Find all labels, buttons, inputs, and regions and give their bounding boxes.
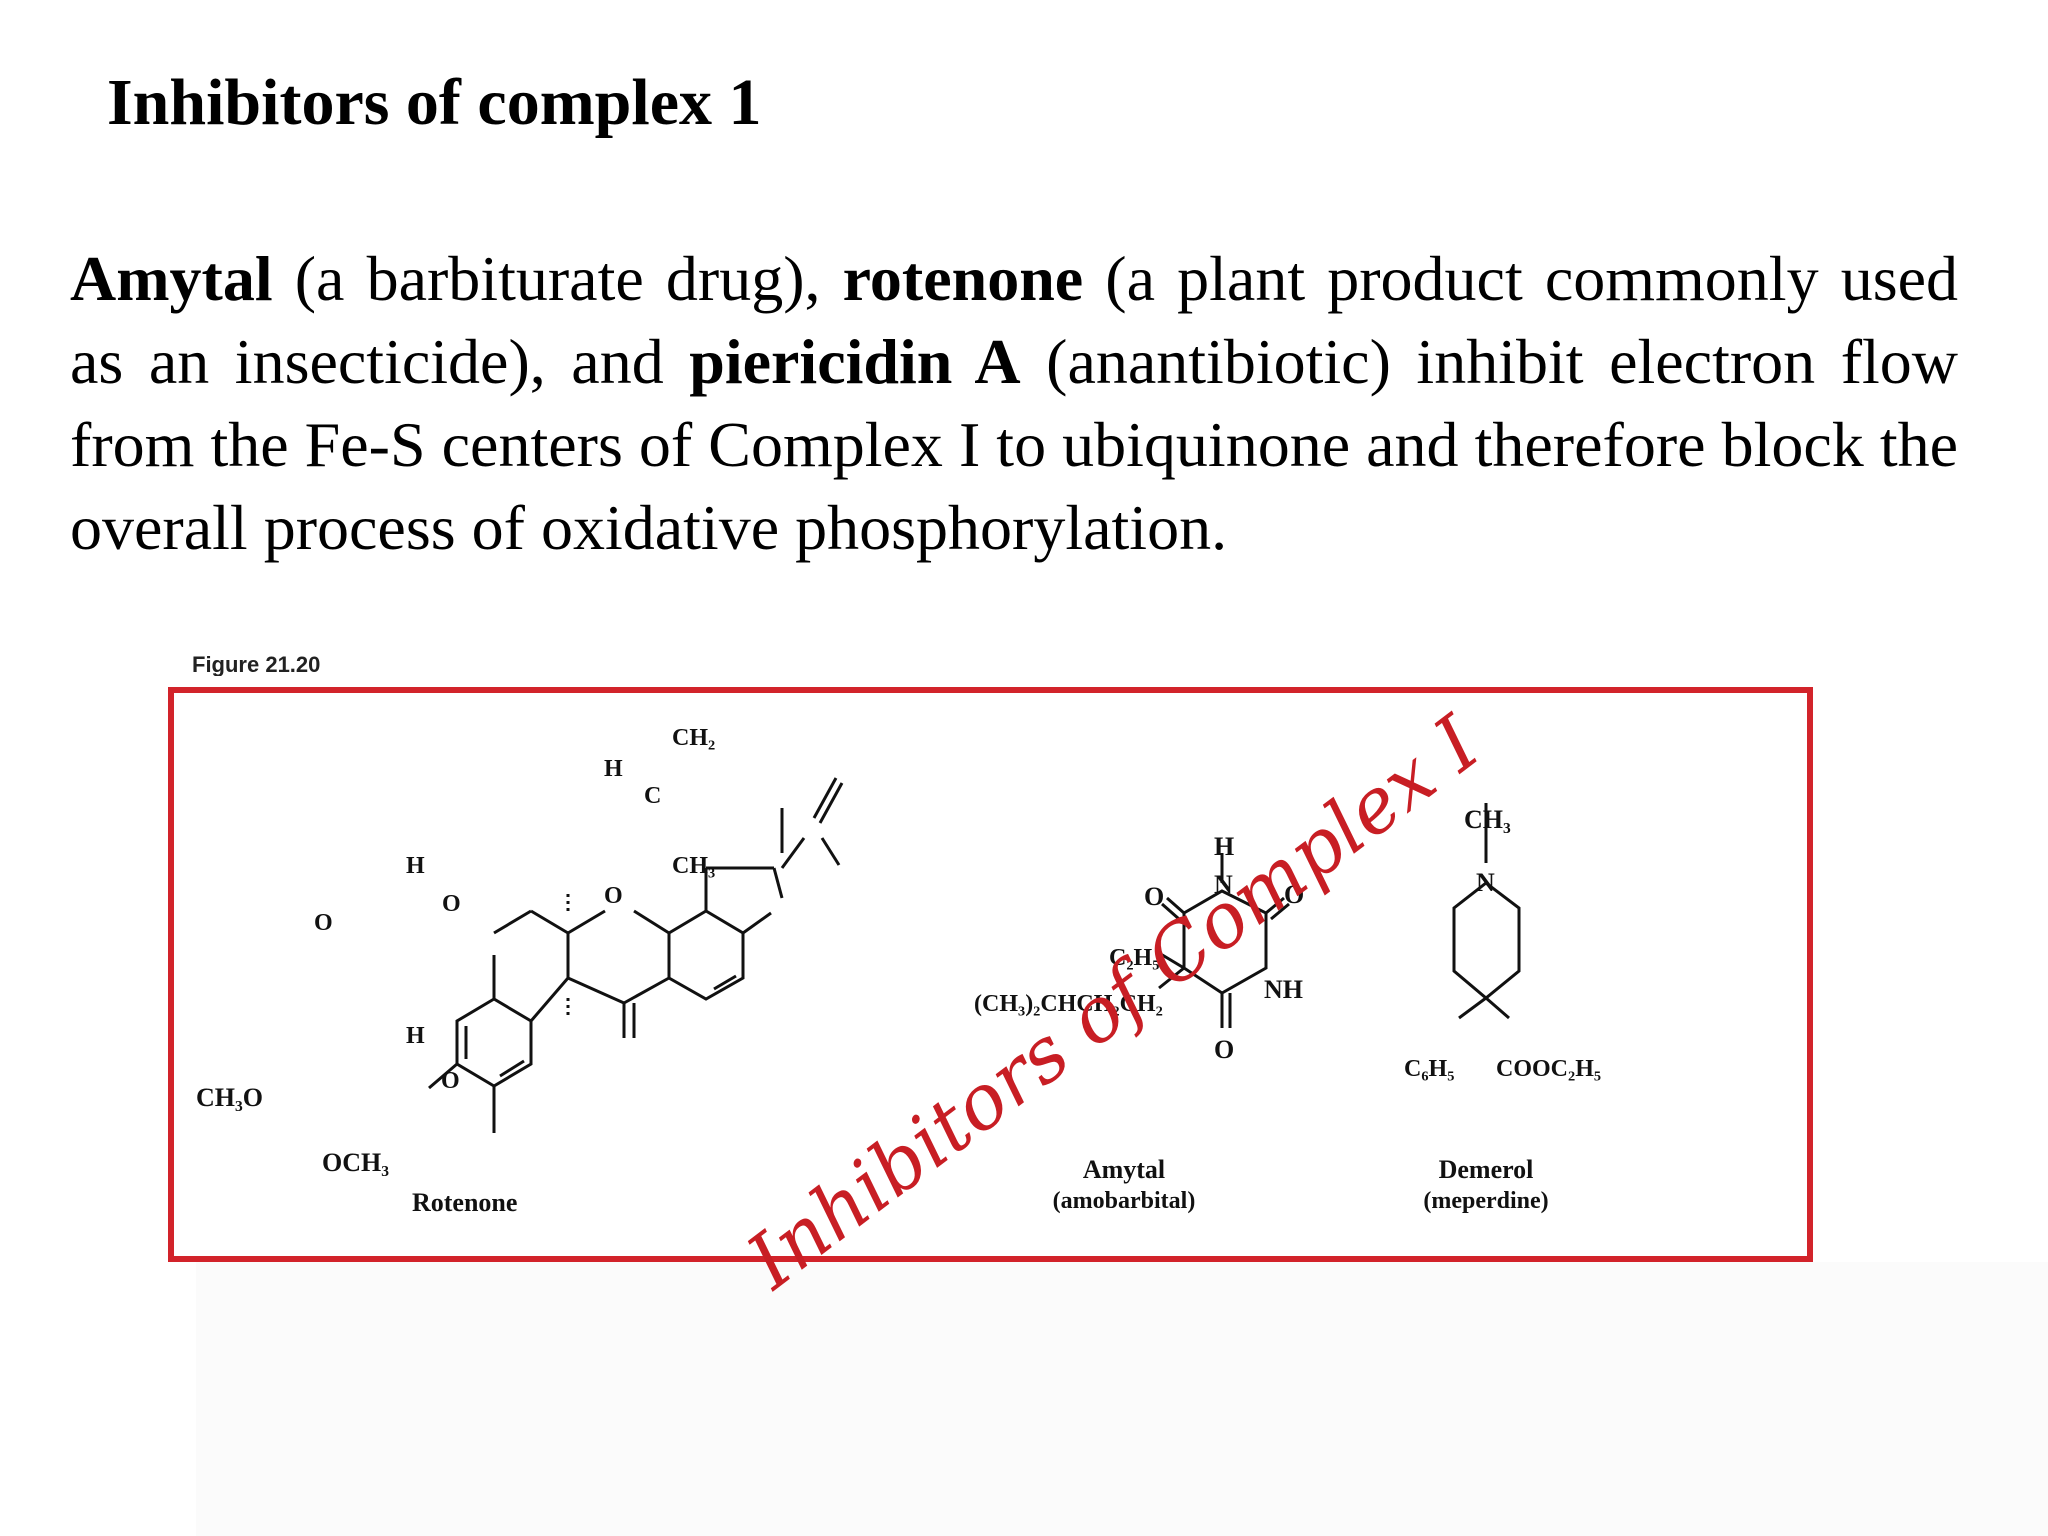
amytal-labels: H N O O O NH C₂H₅ (CH₃)₂CHCH₂CH₂ Amytal …	[974, 832, 1304, 1214]
slide-title: Inhibitors of complex 1	[107, 66, 762, 139]
rotenone-ch2-label: CH₂	[672, 725, 715, 751]
body-paragraph: Amytal (a barbiturate drug), rotenone (a…	[70, 237, 1958, 569]
demerol-labels: CH₃ N C₆H₅ COOC₂H₅ Demerol (meperdine)	[1404, 805, 1601, 1214]
amytal-subname: (amobarbital)	[1053, 1188, 1196, 1214]
rotenone-ch3-label: CH₃	[672, 853, 715, 879]
amytal-c2h5-label: C₂H₅	[1109, 945, 1159, 971]
amytal-o-right-label: O	[1284, 880, 1304, 909]
term-amytal: Amytal	[70, 243, 273, 314]
figure-frame: CH₃O OCH₃ O O O O H H H C CH₂ CH₃ Roteno…	[168, 687, 1813, 1262]
amytal-o-bottom-label: O	[1214, 1035, 1234, 1064]
paragraph-text-1: (a barbiturate drug),	[272, 243, 843, 314]
lower-background	[196, 1262, 2048, 1536]
amytal-structure	[1158, 853, 1290, 1028]
figure-caption: Figure 21.20	[192, 652, 321, 676]
amytal-chain-label: (CH₃)₂CHCH₂CH₂	[974, 991, 1163, 1017]
rotenone-name: Rotenone	[412, 1188, 517, 1217]
rotenone-ch3o-label: CH₃O	[196, 1083, 263, 1112]
amytal-o-left-label: O	[1144, 882, 1164, 911]
demerol-c6h5-label: C₆H₅	[1404, 1056, 1454, 1082]
demerol-cooc2h5-label: COOC₂H₅	[1496, 1056, 1601, 1082]
rotenone-o-keto-label: O	[441, 1068, 460, 1094]
paragraph-text-2: (a plant product commonly used as an ins…	[70, 243, 1959, 397]
rotenone-h-top-label: H	[406, 853, 425, 879]
demerol-n-label: N	[1476, 868, 1495, 897]
rotenone-o-ring2-label: O	[442, 891, 461, 917]
demerol-name: Demerol	[1439, 1155, 1534, 1184]
amytal-nh-label: NH	[1264, 975, 1303, 1004]
rotenone-h-bottom-label: H	[406, 1023, 425, 1049]
demerol-ch3-label: CH₃	[1464, 805, 1511, 834]
rotenone-o-ring3-label: O	[604, 883, 623, 909]
demerol-subname: (meperdine)	[1423, 1188, 1548, 1214]
paragraph-text-3: (anantibiotic) inhibit electron flow fro…	[70, 326, 1959, 563]
term-piericidin: piericidin A	[689, 326, 1021, 397]
rotenone-labels: CH₃O OCH₃ O O O O H H H C CH₂ CH₃ Roteno…	[196, 725, 715, 1217]
chemical-structures: CH₃O OCH₃ O O O O H H H C CH₂ CH₃ Roteno…	[196, 725, 1601, 1217]
amytal-n-label: N	[1214, 870, 1233, 899]
rotenone-h-side-label: H	[604, 756, 623, 782]
rotenone-c-label: C	[644, 783, 661, 809]
rotenone-structure	[428, 777, 844, 1133]
amytal-h-label: H	[1214, 832, 1234, 861]
demerol-structure	[1452, 803, 1521, 1020]
rotenone-o-ring1-label: O	[314, 910, 333, 936]
term-rotenone: rotenone	[842, 243, 1084, 314]
amytal-name: Amytal	[1083, 1155, 1165, 1184]
rotenone-och3-label: OCH₃	[322, 1148, 389, 1177]
